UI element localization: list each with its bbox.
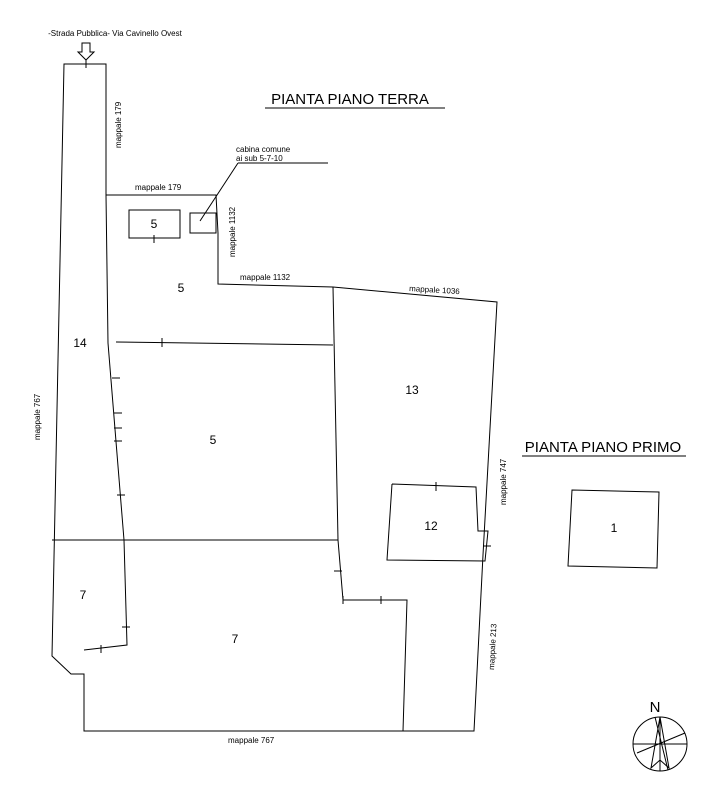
unit-5-upper: 5 xyxy=(178,281,185,295)
mappale-1132-vertical: mappale 1132 xyxy=(228,206,237,257)
unit-12: 12 xyxy=(424,519,438,533)
partition-7-13 xyxy=(337,539,408,732)
title-first-floor: PIANTA PIANO PRIMO xyxy=(525,439,681,456)
road-label: -Strada Pubblica- Via Cavinello Ovest xyxy=(48,29,182,38)
partition-13-west xyxy=(332,286,339,541)
unit-5-middle: 5 xyxy=(210,433,217,447)
partition-5-upper-middle xyxy=(115,341,334,346)
mappale-213: mappale 213 xyxy=(487,623,498,670)
mappale-1132-horizontal: mappale 1132 xyxy=(240,273,291,282)
unit-7-main: 7 xyxy=(232,632,239,646)
mappale-179-top: mappale 179 xyxy=(114,101,123,148)
road-access-arrow xyxy=(76,42,96,61)
cabina-comune xyxy=(189,212,217,234)
mappale-747: mappale 747 xyxy=(499,458,508,505)
sub-12-outline xyxy=(386,483,489,562)
unit-5-box: 5 xyxy=(151,217,158,231)
mappale-179-mid: mappale 179 xyxy=(135,183,182,192)
callout-leader xyxy=(199,162,239,222)
mappale-1036: mappale 1036 xyxy=(409,284,461,296)
unit-13: 13 xyxy=(405,383,419,397)
unit-7-left: 7 xyxy=(80,588,87,602)
north-compass xyxy=(632,716,688,772)
plot-outline xyxy=(51,63,498,732)
mappale-767-left: mappale 767 xyxy=(33,393,42,440)
unit-14: 14 xyxy=(73,336,87,350)
sub-14-boundary xyxy=(83,194,128,651)
callout-line1: cabina comune xyxy=(236,145,291,154)
north-arrow-icon xyxy=(650,716,670,770)
title-ground-floor: PIANTA PIANO TERRA xyxy=(271,91,429,108)
sub-1-outline xyxy=(567,489,660,569)
compass-north-label: N xyxy=(650,699,661,716)
mappale-767-bottom: mappale 767 xyxy=(228,736,275,745)
boundary-ticks xyxy=(85,60,491,653)
unit-1: 1 xyxy=(611,521,618,535)
callout-line2: ai sub 5-7-10 xyxy=(236,154,283,163)
